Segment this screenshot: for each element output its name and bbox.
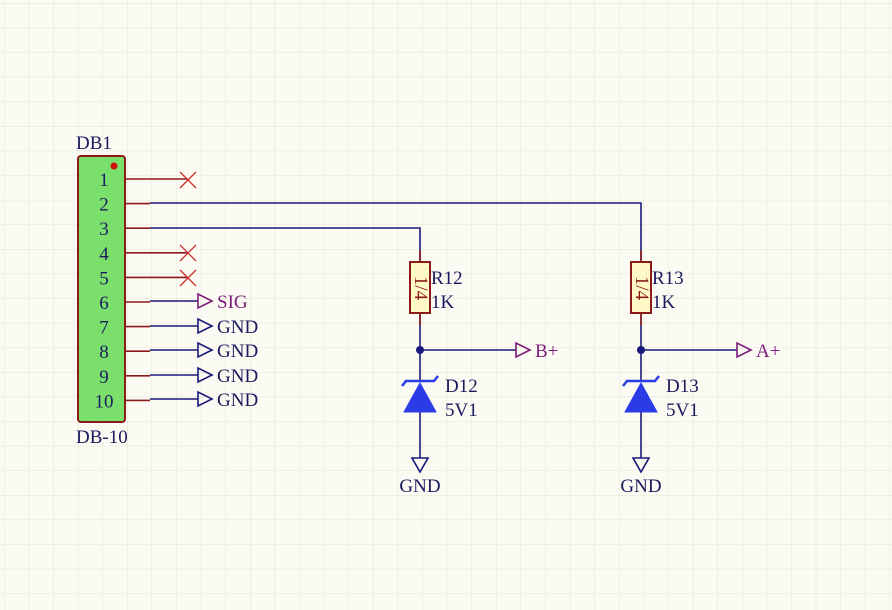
pin1-marker — [110, 162, 118, 170]
net-port-pin9: GND — [197, 366, 258, 387]
port-aplus-label: A+ — [756, 341, 780, 362]
port-bplus[interactable]: B+ — [515, 341, 558, 362]
pin-number-5: 5 — [99, 268, 109, 289]
no-connect-markers — [179, 171, 197, 287]
pin-stubs — [126, 178, 188, 402]
port-bplus-label: B+ — [535, 341, 558, 362]
net-label-sig: SIG — [217, 292, 248, 313]
net-port-pin6: SIG — [197, 292, 248, 313]
resistor-r13-body-text: 1/4 — [631, 276, 652, 301]
net-port-pin10: GND — [197, 390, 258, 411]
connector-body — [77, 155, 126, 423]
zener-d13-bar — [622, 375, 660, 387]
resistor-r13[interactable]: 1/4 R13 1K — [630, 250, 684, 325]
net-label-gnd-8: GND — [217, 341, 258, 362]
zener-d13-designator: D13 — [666, 376, 699, 397]
zener-d13-value: 5V1 — [666, 400, 699, 421]
port-aplus[interactable]: A+ — [736, 341, 780, 362]
wire-pin2-to-r13 — [150, 202, 642, 262]
pin-number-2: 2 — [99, 195, 109, 216]
net-port-pin8: GND — [197, 341, 258, 362]
connector-designator: DB1 — [76, 133, 112, 154]
no-connect-pin1 — [179, 171, 197, 189]
zener-d12[interactable]: D12 5V1 — [401, 375, 478, 421]
no-connect-pin5 — [179, 269, 197, 287]
resistor-r12-body — [409, 261, 431, 314]
gnd-label-d12: GND — [399, 476, 440, 497]
zener-d13-triangle — [624, 381, 658, 413]
zener-d12-designator: D12 — [445, 376, 478, 397]
pin-number-10: 10 — [95, 391, 114, 412]
zener-d12-value: 5V1 — [445, 400, 478, 421]
zener-d13[interactable]: D13 5V1 — [622, 375, 699, 421]
pin-number-7: 7 — [99, 318, 109, 339]
net-label-gnd-7: GND — [217, 317, 258, 338]
gnd-symbol-d13: GND — [620, 457, 662, 497]
no-connect-pin4 — [179, 244, 197, 262]
resistor-r12[interactable]: 1/4 R12 1K — [409, 250, 463, 325]
resistor-r13-body — [630, 261, 652, 314]
zener-d12-bar — [401, 375, 439, 387]
pin-number-6: 6 — [99, 293, 109, 314]
gnd-label-d13: GND — [620, 476, 661, 497]
resistor-r13-designator: R13 — [652, 268, 684, 289]
pin-number-9: 9 — [99, 367, 109, 388]
resistor-r12-designator: R12 — [431, 268, 463, 289]
junction-a — [637, 346, 645, 354]
connector-part: DB-10 — [76, 427, 128, 448]
pin-number-8: 8 — [99, 342, 109, 363]
pin-number-4: 4 — [99, 244, 109, 265]
net-label-gnd-9: GND — [217, 366, 258, 387]
resistor-r13-value: 1K — [652, 292, 676, 313]
pin-number-1: 1 — [99, 170, 109, 191]
pin-numbers: 1 2 3 4 5 6 7 8 9 10 — [95, 170, 114, 412]
net-port-pin7: GND — [197, 317, 258, 338]
junction-b — [416, 346, 424, 354]
connector-db1[interactable]: DB1 DB-10 1 2 3 4 5 6 7 8 9 10 — [76, 133, 188, 448]
resistor-r12-body-text: 1/4 — [410, 276, 431, 301]
resistor-r12-value: 1K — [431, 292, 455, 313]
net-label-gnd-10: GND — [217, 390, 258, 411]
zener-d12-triangle — [403, 381, 437, 413]
gnd-symbol-d12: GND — [399, 457, 441, 497]
pin-number-3: 3 — [99, 219, 109, 240]
